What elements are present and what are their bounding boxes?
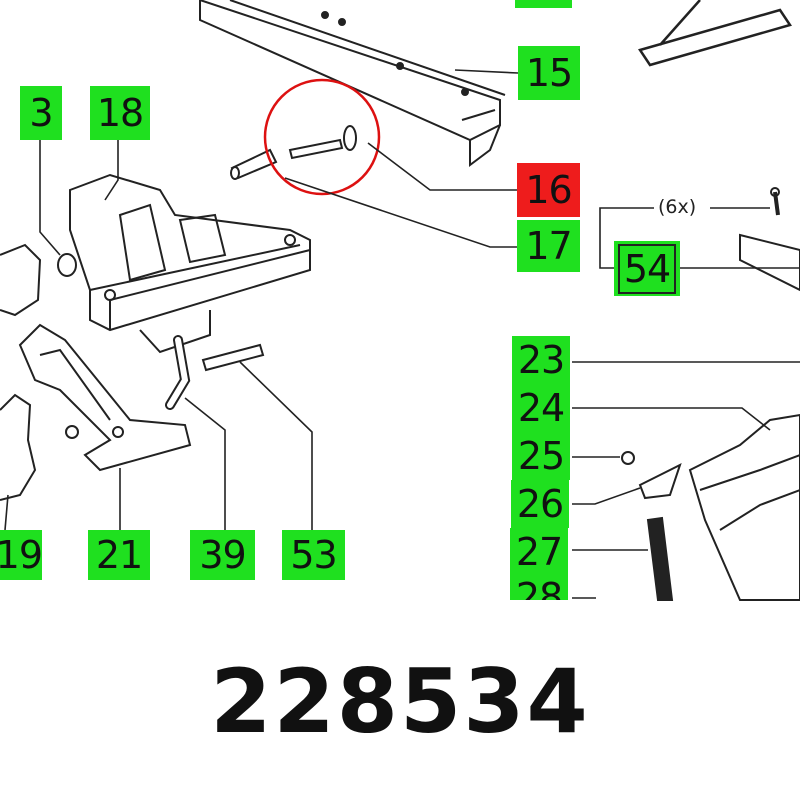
quantity-note: (6x) bbox=[658, 196, 697, 218]
part-washer bbox=[57, 253, 77, 277]
callout-27[interactable]: 27 bbox=[510, 528, 568, 575]
callout-53[interactable]: 53 bbox=[282, 530, 345, 580]
callout-25[interactable]: 25 bbox=[512, 432, 570, 480]
callout-26[interactable]: 26 bbox=[511, 480, 569, 528]
callout-54[interactable]: 54 bbox=[614, 241, 680, 296]
part-guard-housing bbox=[621, 413, 800, 601]
callout-3[interactable]: 3 bbox=[20, 86, 62, 140]
part-number: 228534 bbox=[210, 650, 590, 753]
callout-19[interactable]: 19 bbox=[0, 530, 42, 580]
callout-16-selected[interactable]: 16 bbox=[517, 163, 580, 217]
part-pin bbox=[201, 343, 265, 372]
callout-54-text: 54 bbox=[617, 243, 677, 294]
callout-24[interactable]: 24 bbox=[512, 384, 570, 432]
leader-lines bbox=[4, 69, 800, 599]
callout-17[interactable]: 17 bbox=[517, 220, 580, 272]
callout-28[interactable]: 28 bbox=[510, 575, 568, 600]
callout-15[interactable]: 15 bbox=[518, 46, 580, 100]
part-lever bbox=[18, 323, 192, 472]
part-fence-housing bbox=[69, 173, 311, 354]
part-clamp-knob bbox=[0, 393, 37, 501]
part-knob bbox=[0, 243, 42, 317]
callout-18[interactable]: 18 bbox=[90, 86, 150, 140]
callout-23[interactable]: 23 bbox=[512, 336, 570, 384]
label-cut-top bbox=[515, 0, 572, 8]
callout-21[interactable]: 21 bbox=[88, 530, 150, 580]
selection-circle bbox=[263, 78, 381, 196]
callout-39[interactable]: 39 bbox=[190, 530, 255, 580]
part-rail bbox=[199, 0, 506, 167]
part-screw-pin bbox=[230, 125, 357, 180]
part-bracket bbox=[638, 0, 792, 67]
part-strip bbox=[739, 233, 800, 292]
